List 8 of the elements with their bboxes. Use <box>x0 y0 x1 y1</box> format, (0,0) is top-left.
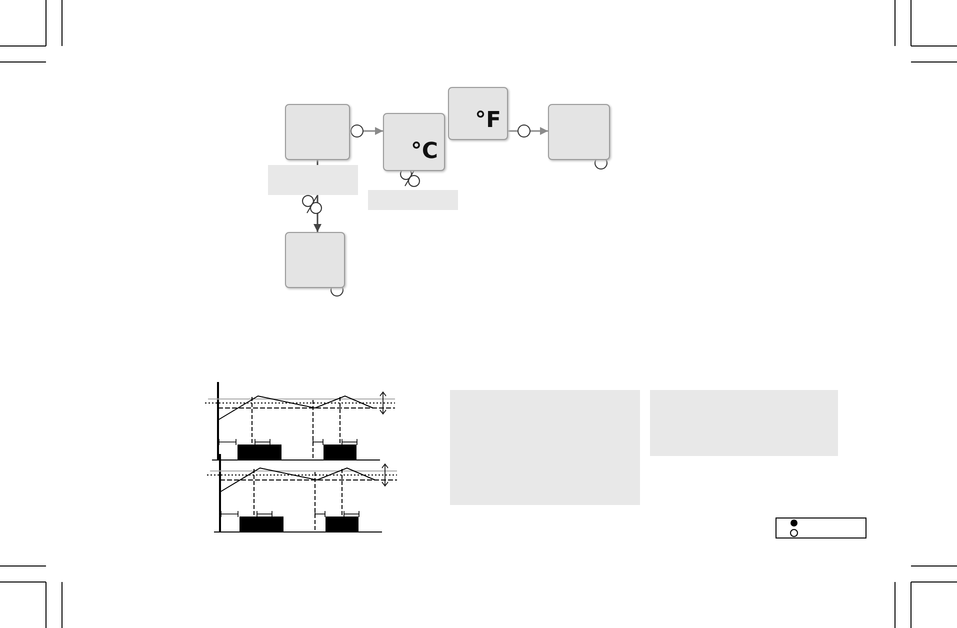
arrow <box>508 127 548 135</box>
display-screen <box>448 87 508 140</box>
unit-label: °F <box>474 108 501 133</box>
display-screen <box>383 113 445 171</box>
display-box <box>285 104 350 160</box>
unit-label: °C <box>410 139 438 164</box>
display-box <box>285 232 345 288</box>
display-box <box>548 104 610 160</box>
